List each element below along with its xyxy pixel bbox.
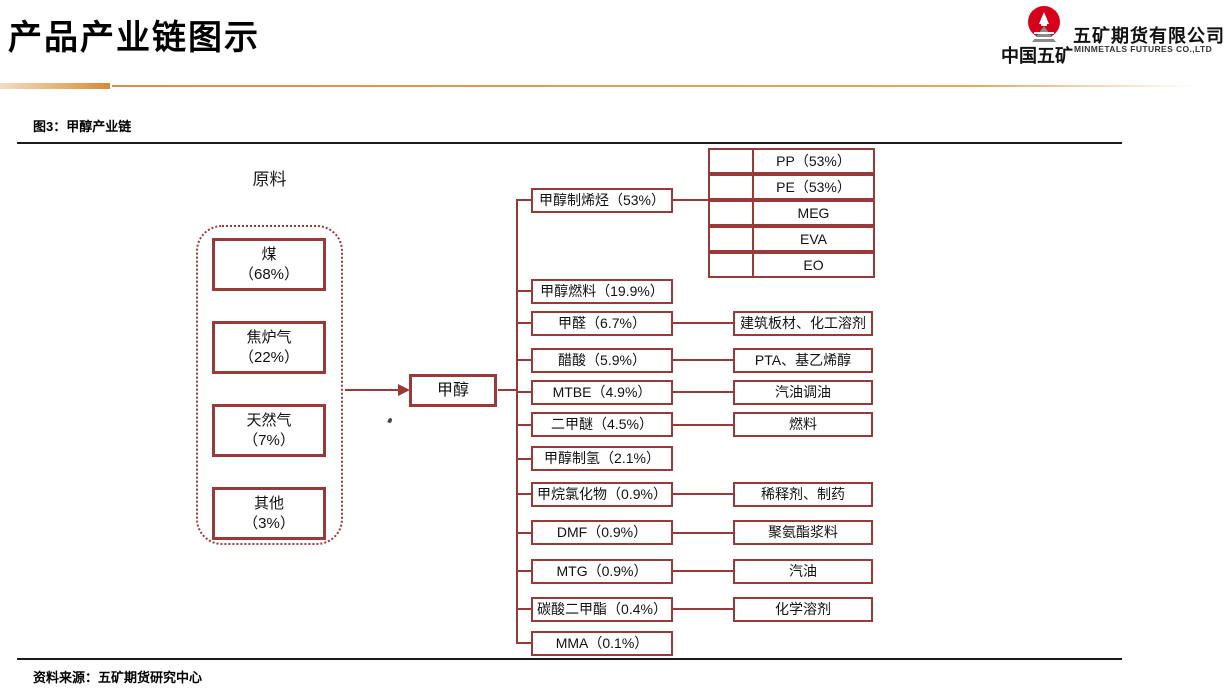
olefin-ladder-cell <box>708 200 754 226</box>
downstream-box-dmf: 聚氨酯浆料 <box>733 520 873 545</box>
downstream-box-dme: 燃料 <box>733 412 873 437</box>
product-box-mtbe: MTBE（4.9%） <box>531 380 673 405</box>
feedstock-name: 煤 <box>261 246 277 263</box>
feedstock-share: （22%） <box>238 349 300 366</box>
feedstock-name: 天然气 <box>246 412 292 429</box>
gold-divider-line <box>112 85 1196 87</box>
feedstock-box-coal: 煤 （68%） <box>212 238 326 291</box>
feedstock-group-outline <box>196 225 343 545</box>
feedstock-share: （68%） <box>238 266 300 283</box>
feedstock-name: 焦炉气 <box>246 329 292 346</box>
feedstock-share: （3%） <box>243 515 295 532</box>
minmetals-logo-icon <box>1012 4 1076 46</box>
downstream-box-chloromethanes: 稀释剂、制药 <box>733 482 873 507</box>
top-rule <box>17 142 1122 144</box>
product-box-mto: 甲醇制烯烃（53%） <box>531 188 673 213</box>
olefin-box-eva: EVA <box>752 226 875 252</box>
olefin-ladder-cell <box>708 148 754 174</box>
product-box-mtg: MTG（0.9%） <box>531 559 673 584</box>
olefin-box-pe: PE（53%） <box>752 174 875 200</box>
feedstock-box-other: 其他 （3%） <box>212 487 326 540</box>
downstream-box-mtg: 汽油 <box>733 559 873 584</box>
methanol-node: 甲醇 <box>409 374 497 407</box>
olefin-box-eo: EO <box>752 252 875 278</box>
logo-subsidiary-name: 五矿期货有限公司 <box>1073 26 1225 46</box>
product-box-mma: MMA（0.1%） <box>531 631 673 656</box>
feedstock-box-natural-gas: 天然气 （7%） <box>212 404 326 457</box>
feedstock-share: （7%） <box>243 432 295 449</box>
olefin-box-meg: MEG <box>752 200 875 226</box>
feedstock-box-coke-oven-gas: 焦炉气 （22%） <box>212 321 326 374</box>
source-note: 资料来源：五矿期货研究中心 <box>33 670 203 685</box>
arrowhead-icon <box>398 384 410 396</box>
feedstock-name: 其他 <box>253 495 284 512</box>
gold-accent-bar <box>0 83 110 89</box>
feedstock-title: 原料 <box>252 170 287 189</box>
product-box-hydrogen: 甲醇制氢（2.1%） <box>531 446 673 471</box>
logo-subsidiary-name-en: MINMETALS FUTURES CO.,LTD <box>1074 44 1213 54</box>
downstream-box-acetic-acid: PTA、基乙烯醇 <box>733 348 873 373</box>
olefin-ladder-cell <box>708 174 754 200</box>
product-box-fuel: 甲醇燃料（19.9%） <box>531 279 673 304</box>
product-box-formaldehyde: 甲醛（6.7%） <box>531 311 673 336</box>
page-title: 产品产业链图示 <box>8 19 260 57</box>
downstream-box-dmc: 化学溶剂 <box>733 597 873 622</box>
logo-company-name: 中国五矿 <box>1001 46 1073 66</box>
product-box-acetic-acid: 醋酸（5.9%） <box>531 348 673 373</box>
product-box-dmf: DMF（0.9%） <box>531 520 673 545</box>
olefin-ladder-cell <box>708 252 754 278</box>
figure-caption: 图3：甲醇产业链 <box>33 119 132 134</box>
downstream-box-formaldehyde: 建筑板材、化工溶剂 <box>733 311 873 336</box>
olefin-ladder-cell <box>708 226 754 252</box>
product-box-dme: 二甲醚（4.5%） <box>531 412 673 437</box>
bottom-rule <box>17 658 1122 660</box>
downstream-box-mtbe: 汽油调油 <box>733 380 873 405</box>
product-box-chloromethanes: 甲烷氯化物（0.9%） <box>531 482 673 507</box>
olefin-box-pp: PP（53%） <box>752 148 875 174</box>
product-box-dmc: 碳酸二甲酯（0.4%） <box>531 597 673 622</box>
